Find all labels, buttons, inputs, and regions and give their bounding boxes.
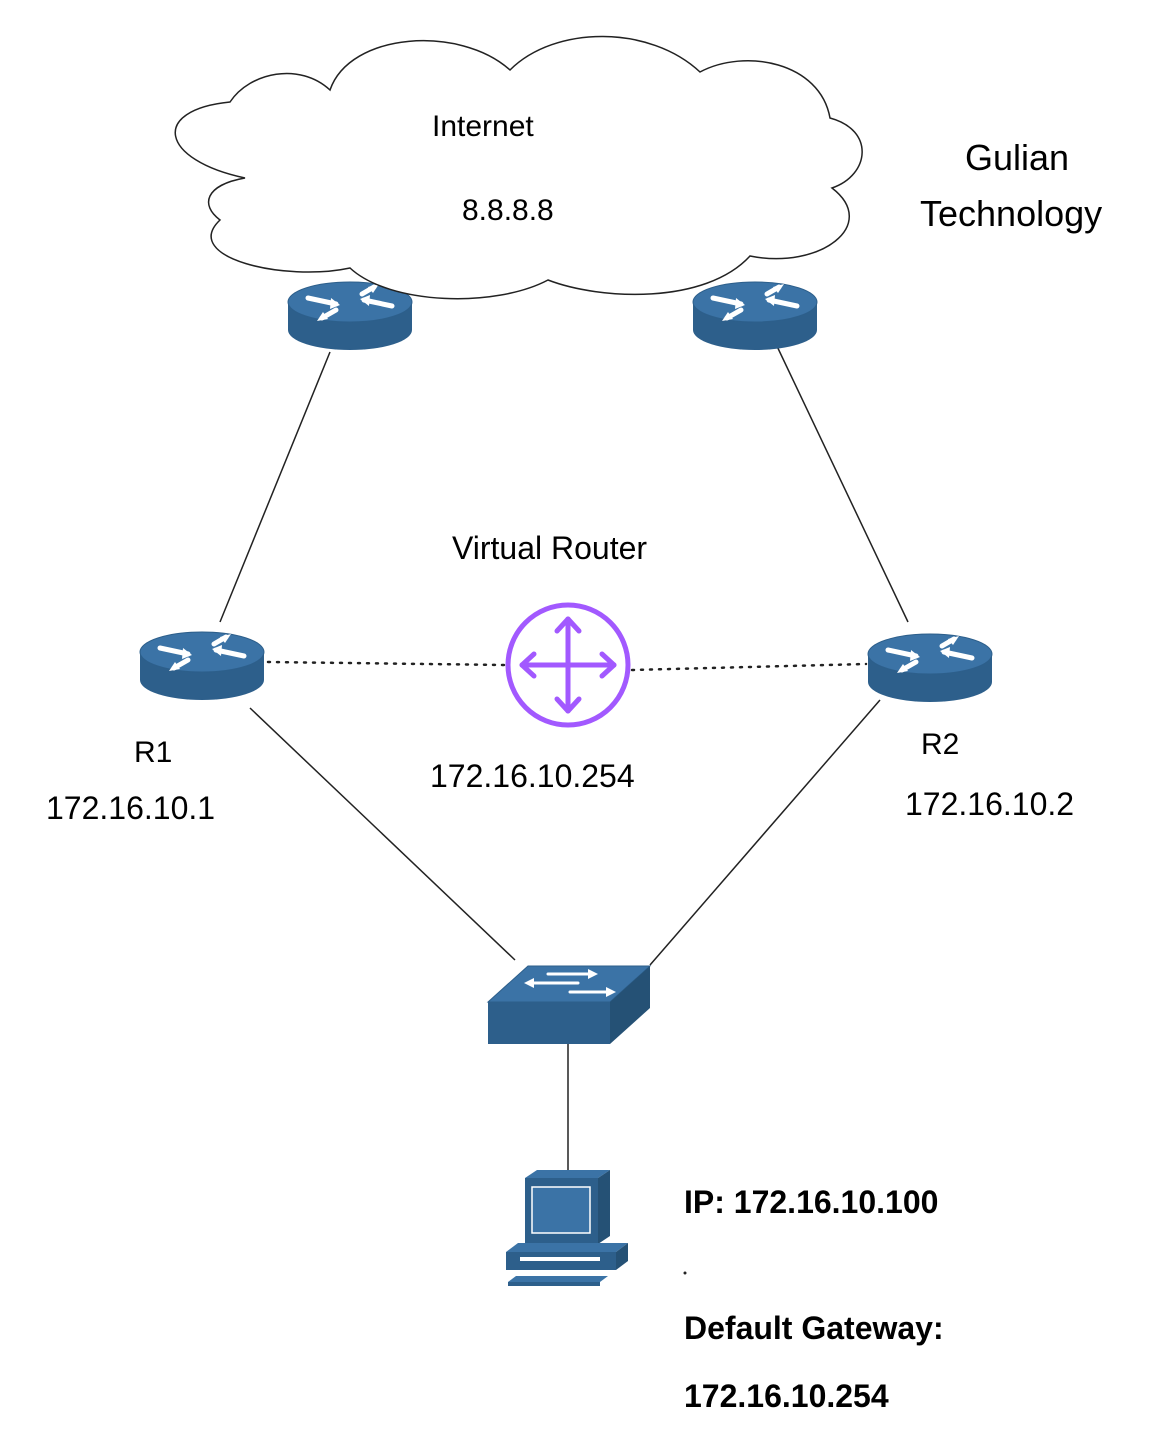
- stray-dot: [683, 1271, 687, 1275]
- cloud-icon: [174, 35, 863, 300]
- router-icon: [140, 632, 264, 700]
- brand-name-line1: Gulian: [965, 137, 1070, 178]
- virtual-router-ip: 172.16.10.254: [430, 758, 635, 794]
- r2-label: R2: [921, 728, 960, 761]
- virtual-router-label: Virtual Router: [452, 530, 648, 566]
- r1-ip: 172.16.10.1: [46, 790, 216, 826]
- switch-icon: [486, 965, 652, 1044]
- link-r2-switch: [649, 699, 881, 966]
- router-icon: [693, 282, 817, 350]
- host-ip: IP: 172.16.10.100: [684, 1184, 939, 1220]
- virtual-router-icon: [505, 602, 631, 728]
- link-isp2-r2: [774, 341, 909, 623]
- desktop-computer-icon: [506, 1170, 628, 1286]
- brand-name-line2: Technology: [920, 193, 1103, 234]
- link-virtual-router-r2: [630, 662, 868, 672]
- router-icon: [868, 634, 992, 702]
- r1-label: R1: [134, 736, 173, 769]
- r2-ip: 172.16.10.2: [905, 786, 1075, 822]
- router-icon: [288, 282, 412, 350]
- host-gateway-ip: 172.16.10.254: [684, 1378, 889, 1414]
- link-r1-virtual-router: [266, 660, 507, 667]
- internet-label: Internet: [432, 110, 534, 143]
- link-isp1-r1: [219, 351, 331, 623]
- internet-ip: 8.8.8.8: [462, 194, 554, 227]
- host-gateway-label: Default Gateway:: [684, 1310, 944, 1346]
- link-r1-switch: [249, 707, 516, 961]
